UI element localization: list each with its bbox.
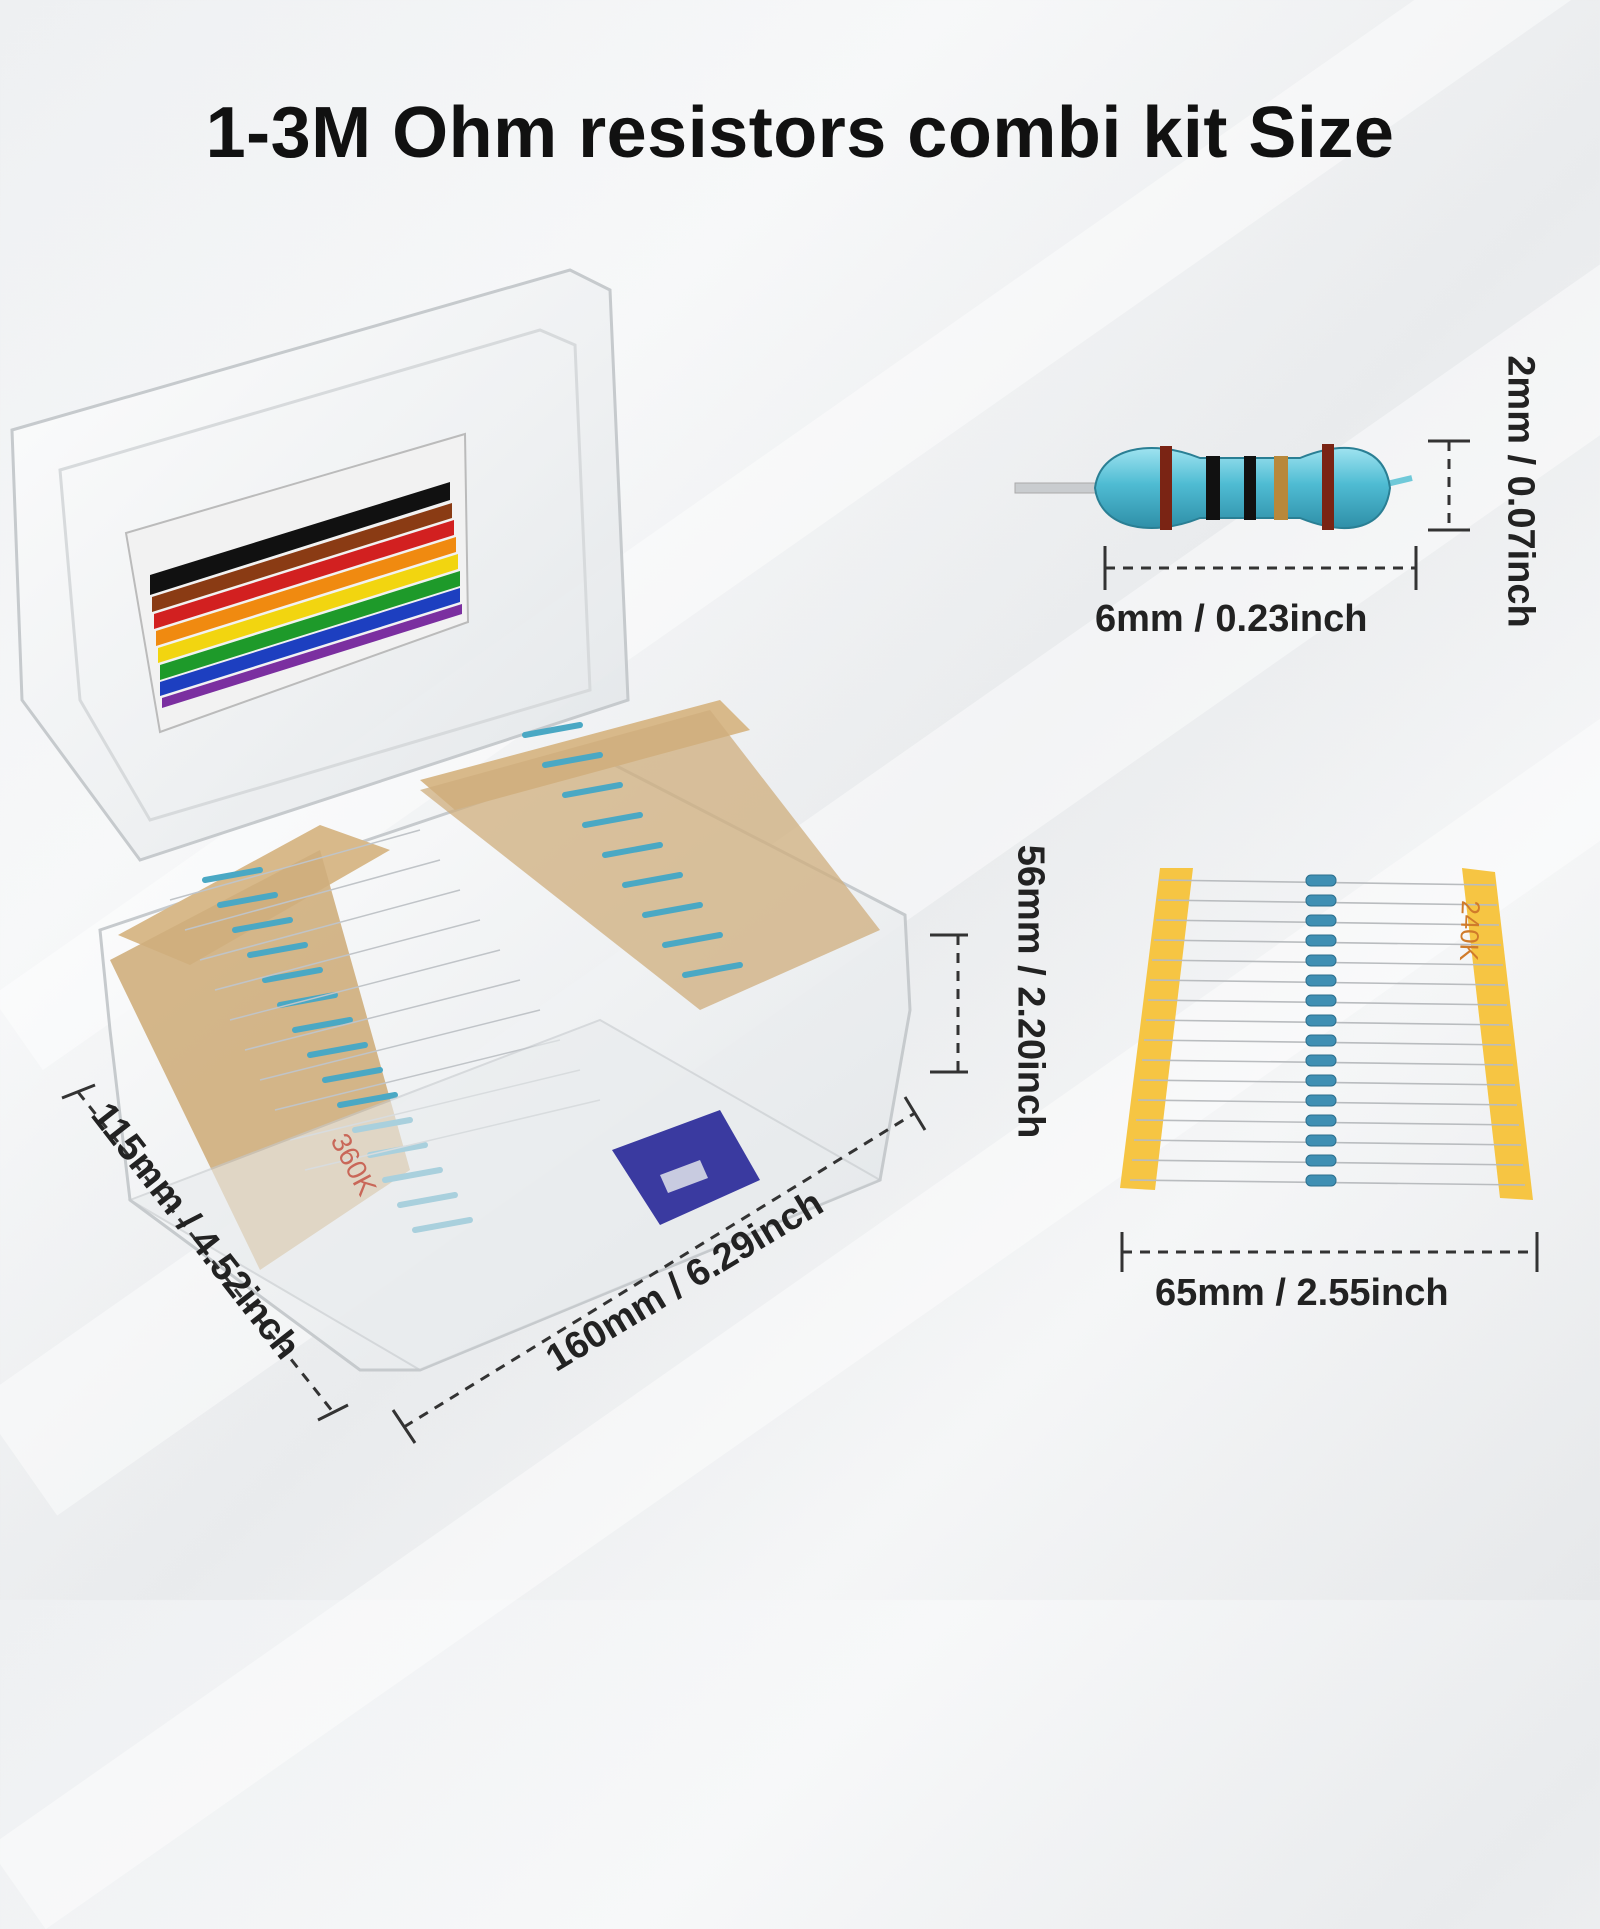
color-code-chart — [124, 432, 470, 734]
resistor-diameter-label: 2mm / 0.07inch — [1499, 355, 1542, 628]
resistor-body — [1093, 447, 1392, 529]
resistor-length-dimension — [1103, 546, 1418, 590]
band-gold — [1274, 456, 1288, 520]
box-height-label: 56mm / 2.20inch — [1009, 844, 1052, 1139]
resistor-diameter-dimension — [1428, 439, 1470, 532]
resistor-closeup — [1014, 444, 1413, 530]
storage-box: 360K — [10, 268, 912, 1372]
box-height-dimension — [930, 933, 968, 1074]
box-clip — [612, 1110, 760, 1225]
band-black-2 — [1244, 456, 1256, 520]
strip-length-dimension — [1120, 1232, 1539, 1272]
resistor-length-label: 6mm / 0.23inch — [1095, 598, 1368, 640]
box-length-dimension — [391, 1096, 927, 1444]
band-brown-2 — [1322, 444, 1334, 530]
resistor-lead-left — [1014, 482, 1106, 494]
box-width-dimension — [61, 1083, 349, 1422]
resistor-strip: 240K — [1120, 868, 1533, 1200]
band-black — [1206, 456, 1220, 520]
strip-value-label: 240K — [1454, 900, 1486, 962]
page-title: 1-3M Ohm resistors combi kit Size — [205, 93, 1395, 173]
product-illustration: 360K — [10, 268, 1539, 1444]
strip-length-label: 65mm / 2.55inch — [1155, 1272, 1449, 1314]
band-brown — [1160, 446, 1172, 530]
